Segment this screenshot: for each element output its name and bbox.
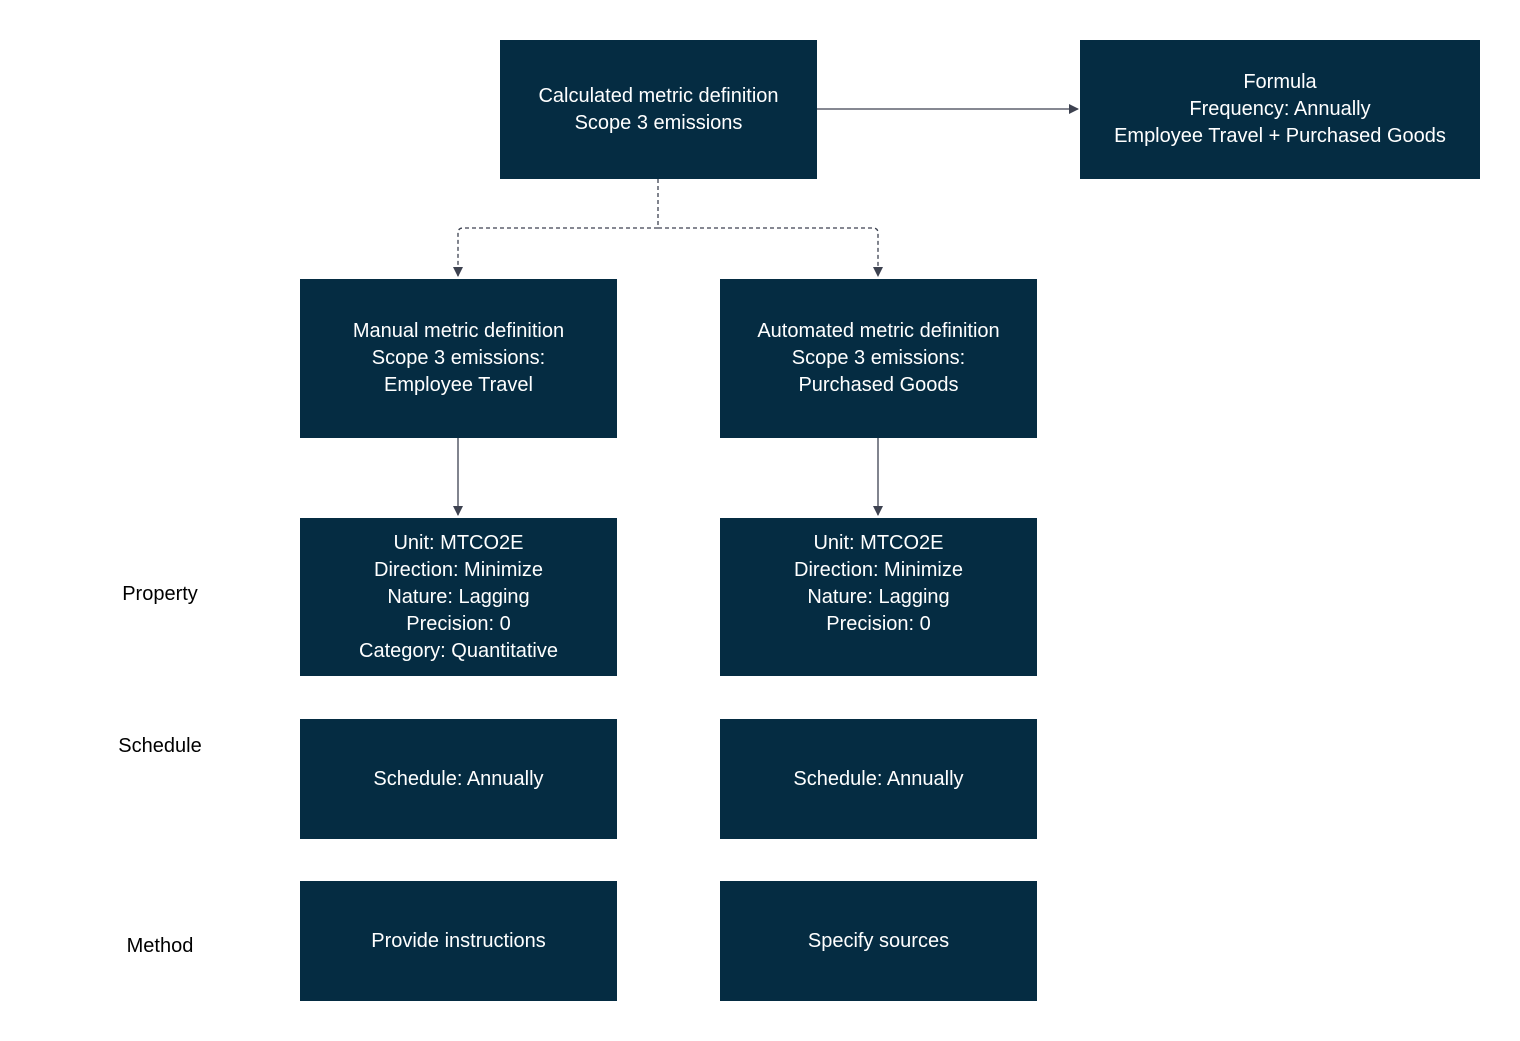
property-row-label: Property xyxy=(122,583,198,605)
automated-property-line: Direction: Minimize xyxy=(794,559,963,581)
formula-line: Frequency: Annually xyxy=(1189,98,1371,120)
manual-definition-line: Manual metric definition xyxy=(352,320,565,342)
automated-definition-line: Purchased Goods xyxy=(798,374,959,396)
automated-property-line: Nature: Lagging xyxy=(807,586,950,608)
manual-property-line: Precision: 0 xyxy=(406,612,511,635)
formula-line: Employee Travel + Purchased Goods xyxy=(1114,125,1446,147)
automated-metric-box: Automated metric definition Scope 3 emis… xyxy=(720,279,1037,438)
automated-method-text: Specify sources xyxy=(807,929,950,952)
manual-property-line: Direction: Minimize xyxy=(374,558,543,581)
dashed-connector-to-automated xyxy=(658,227,883,277)
manual-schedule-box: Schedule: Annually xyxy=(300,719,617,839)
manual-method-text: Provide instructions xyxy=(371,929,546,952)
manual-property-line: Nature: Lagging xyxy=(387,585,530,608)
manual-method-box: Provide instructions xyxy=(300,881,617,1001)
automated-schedule-text: Schedule: Annually xyxy=(793,767,964,790)
calculated-metric-line: Scope 3 emissions xyxy=(574,111,743,134)
manual-property-line: Category: Quantitative xyxy=(359,639,558,662)
calculated-metric-line: Calculated metric definition xyxy=(538,84,779,107)
automated-property-line: Unit: MTCO2E xyxy=(813,532,944,554)
method-row-label: Method xyxy=(126,935,194,957)
manual-metric-box: Manual metric definition Scope 3 emissio… xyxy=(300,279,617,438)
dashed-connector-to-manual xyxy=(453,179,659,277)
automated-method-box: Specify sources xyxy=(720,881,1037,1001)
automated-property-box: Unit: MTCO2E Direction: Minimize Nature:… xyxy=(720,518,1037,676)
schedule-row-label: Schedule xyxy=(118,735,202,757)
formula-box: Formula Frequency: Annually Employee Tra… xyxy=(1080,40,1480,179)
automated-definition-line: Automated metric definition xyxy=(757,320,1000,342)
manual-definition-line: Employee Travel xyxy=(384,374,533,396)
automated-property-line: Precision: 0 xyxy=(826,613,931,635)
manual-definition-line: Scope 3 emissions: xyxy=(371,347,546,369)
formula-line: Formula xyxy=(1243,71,1317,93)
automated-schedule-box: Schedule: Annually xyxy=(720,719,1037,839)
manual-property-box: Unit: MTCO2E Direction: Minimize Nature:… xyxy=(300,518,617,676)
manual-property-line: Unit: MTCO2E xyxy=(393,531,524,554)
automated-definition-line: Scope 3 emissions: xyxy=(791,347,966,369)
calculated-metric-box: Calculated metric definition Scope 3 emi… xyxy=(500,40,817,179)
manual-schedule-text: Schedule: Annually xyxy=(373,767,544,790)
